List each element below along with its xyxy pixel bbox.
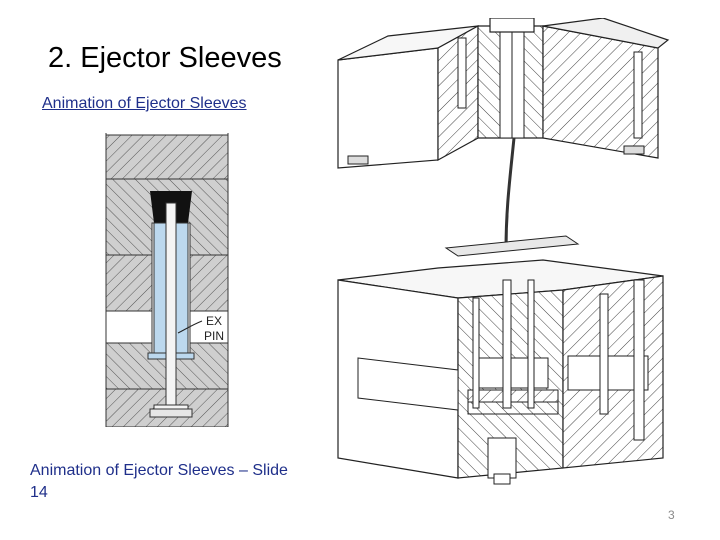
mold-cutaway-illustration [337, 18, 670, 485]
page-number: 3 [668, 508, 675, 522]
animation-link[interactable]: Animation of Ejector Sleeves [42, 95, 247, 112]
ejector-sleeve-diagram: EX PIN [105, 133, 229, 427]
slide-title: 2. Ejector Sleeves [48, 42, 282, 74]
ex-pin-label-line1: EX [206, 314, 222, 328]
ex-pin-label-line2: PIN [204, 329, 224, 343]
slide-caption: Animation of Ejector Sleeves – Slide 14 [30, 462, 288, 501]
